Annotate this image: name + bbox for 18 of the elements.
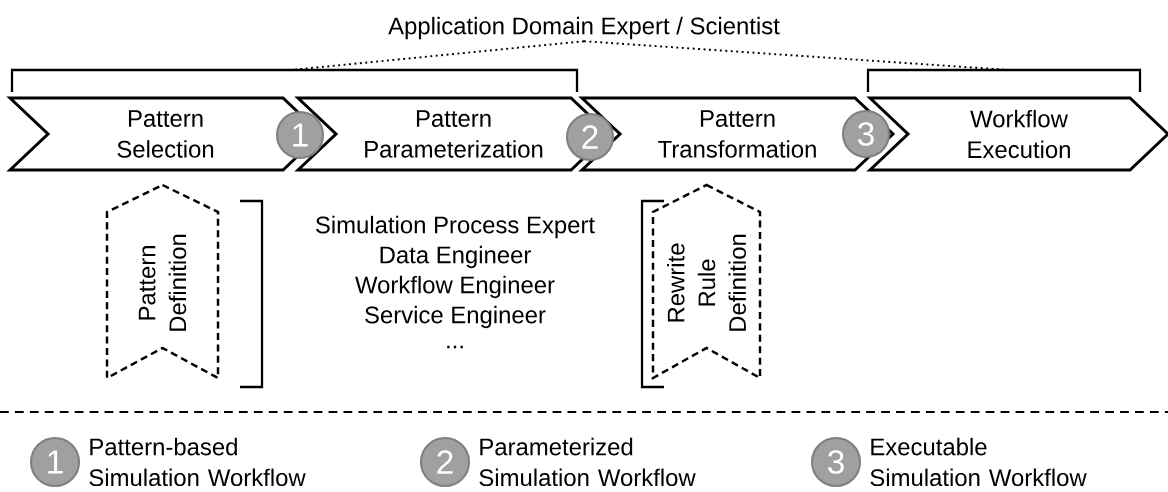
bracket xyxy=(10,68,579,92)
legend-text: Parameterized Simulation Workflow xyxy=(479,437,696,487)
role-heading: Application Domain Expert / Scientist xyxy=(388,16,780,40)
role-text: Service Engineer xyxy=(365,305,546,329)
legend-text: Executable Simulation Workflow xyxy=(870,437,1087,487)
dashed-pentagon: Pattern Definition xyxy=(105,183,220,381)
leader-line xyxy=(583,40,1005,71)
role-text: Workflow Engineer xyxy=(355,275,555,299)
role-text: ... xyxy=(447,345,463,349)
legend-text: Pattern-based Simulation Workflow xyxy=(89,437,306,487)
leader-line xyxy=(293,40,585,71)
step-number-badge: 3 xyxy=(810,436,862,488)
step-number-badge: 1 xyxy=(29,436,81,488)
role-text: Data Engineer xyxy=(380,245,531,269)
step-number-badge: 2 xyxy=(419,436,471,488)
role-text: Simulation Process Expert xyxy=(316,215,595,239)
dashed-pentagon: Rewrite Rule Definition xyxy=(651,183,762,381)
bracket xyxy=(866,68,1142,92)
